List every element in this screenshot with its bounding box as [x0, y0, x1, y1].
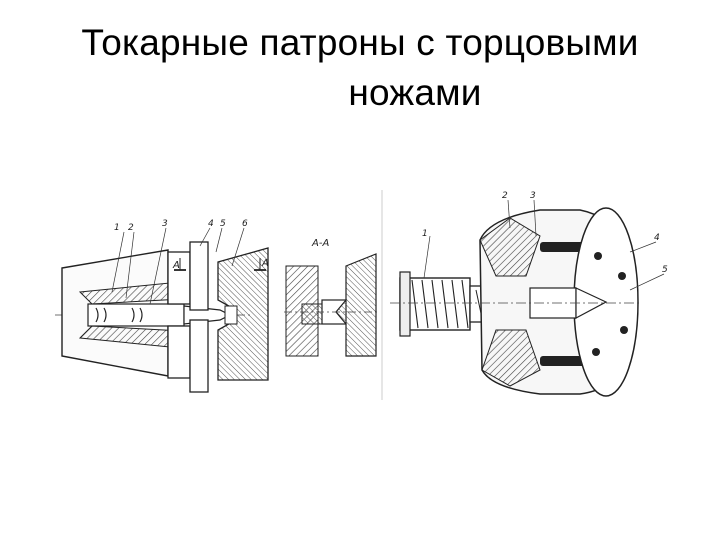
section-a-a: A-A	[284, 238, 380, 357]
right-label-5: 5	[662, 265, 668, 275]
section-mark-a-left: A	[172, 260, 180, 271]
label-3: 3	[162, 219, 168, 229]
right-label-4: 4	[654, 233, 660, 243]
technical-drawing: A A 1 2 3 4 5 6 A-A	[55, 190, 668, 400]
right-chuck-cutaway: 1 2 3 4 5	[390, 191, 668, 397]
label-1: 1	[114, 223, 120, 233]
section-mark-a-right: A	[261, 258, 269, 269]
label-2: 2	[128, 223, 134, 233]
right-label-1: 1	[422, 229, 428, 239]
label-5: 5	[220, 219, 226, 229]
label-4: 4	[208, 219, 214, 229]
right-label-2: 2	[502, 191, 508, 201]
section-title: A-A	[311, 238, 329, 249]
label-6: 6	[242, 219, 248, 229]
title-line-2: ножами	[348, 72, 482, 113]
left-chuck-section: A A 1 2 3 4 5 6	[55, 219, 269, 393]
title-line-1: Токарные патроны с торцовыми	[81, 22, 639, 63]
slide-title: Токарные патроны с торцовыми ножами	[40, 18, 680, 118]
right-label-3: 3	[530, 191, 536, 201]
